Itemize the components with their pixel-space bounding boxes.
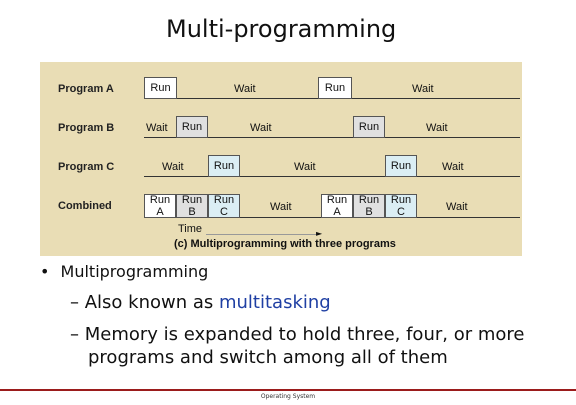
combined-run-a-2: Run A bbox=[321, 194, 353, 218]
highlight-multitasking: multitasking bbox=[218, 292, 331, 313]
row-label-program-b: Program B bbox=[58, 122, 115, 134]
wait-line-b-3 bbox=[385, 137, 520, 138]
combined-wait-label-1: Wait bbox=[270, 201, 292, 213]
wait-line-b-1 bbox=[144, 137, 176, 138]
wait-line-a-2 bbox=[352, 98, 520, 99]
run-box-b-2: Run bbox=[353, 116, 385, 138]
wait-label-c-2: Wait bbox=[294, 161, 316, 173]
footer-divider bbox=[0, 389, 576, 391]
time-label: Time bbox=[178, 223, 203, 235]
wait-label-c-3: Wait bbox=[442, 161, 464, 173]
combined-run-b-2: Run B bbox=[353, 194, 385, 218]
slide-title: Multi-programming bbox=[166, 15, 397, 43]
footer-text: Operating System bbox=[260, 393, 316, 400]
combined-run-c-1: Run C bbox=[208, 194, 240, 218]
bullet-multiprogramming: • Multiprogramming bbox=[40, 262, 208, 281]
bullet-text: Multiprogramming bbox=[60, 262, 209, 281]
multiprogramming-diagram: Program A Program B Program C Combined R… bbox=[40, 62, 522, 256]
run-box-c-1: Run bbox=[208, 155, 240, 177]
row-label-program-c: Program C bbox=[58, 161, 115, 173]
wait-label-a-1: Wait bbox=[234, 83, 256, 95]
wait-label-b-2: Wait bbox=[250, 122, 272, 134]
row-label-program-a: Program A bbox=[58, 83, 114, 95]
row-label-combined: Combined bbox=[58, 200, 112, 212]
bullet-icon: • bbox=[40, 262, 50, 281]
run-box-c-2: Run bbox=[385, 155, 417, 177]
wait-line-c-2 bbox=[240, 176, 385, 177]
run-box-a-2: Run bbox=[318, 77, 352, 99]
combined-run-c-2: Run C bbox=[385, 194, 417, 218]
wait-label-a-2: Wait bbox=[412, 83, 434, 95]
combined-run-a-1: Run A bbox=[144, 194, 176, 218]
diagram-caption: (c) Multiprogramming with three programs bbox=[174, 238, 396, 250]
combined-wait-line-1 bbox=[240, 217, 321, 218]
sub-bullet-memory-line1: – Memory is expanded to hold three, four… bbox=[70, 324, 525, 345]
wait-line-b-2 bbox=[208, 137, 353, 138]
wait-label-b-1: Wait bbox=[146, 122, 168, 134]
sub-bullet-prefix: – Also known as bbox=[70, 292, 219, 313]
wait-line-c-1 bbox=[144, 176, 208, 177]
time-axis-line bbox=[206, 234, 316, 235]
time-arrow-icon: ► bbox=[316, 229, 323, 238]
wait-label-b-3: Wait bbox=[426, 122, 448, 134]
combined-run-b-1: Run B bbox=[176, 194, 208, 218]
wait-line-c-3 bbox=[417, 176, 520, 177]
wait-label-c-1: Wait bbox=[162, 161, 184, 173]
wait-line-a-1 bbox=[177, 98, 318, 99]
combined-wait-label-2: Wait bbox=[446, 201, 468, 213]
run-box-b-1: Run bbox=[176, 116, 208, 138]
sub-bullet-multitasking: – Also known as multitasking bbox=[70, 292, 331, 313]
combined-wait-line-2 bbox=[417, 217, 520, 218]
run-box-a-1: Run bbox=[144, 77, 177, 99]
sub-bullet-memory-line2: programs and switch among all of them bbox=[88, 347, 448, 368]
